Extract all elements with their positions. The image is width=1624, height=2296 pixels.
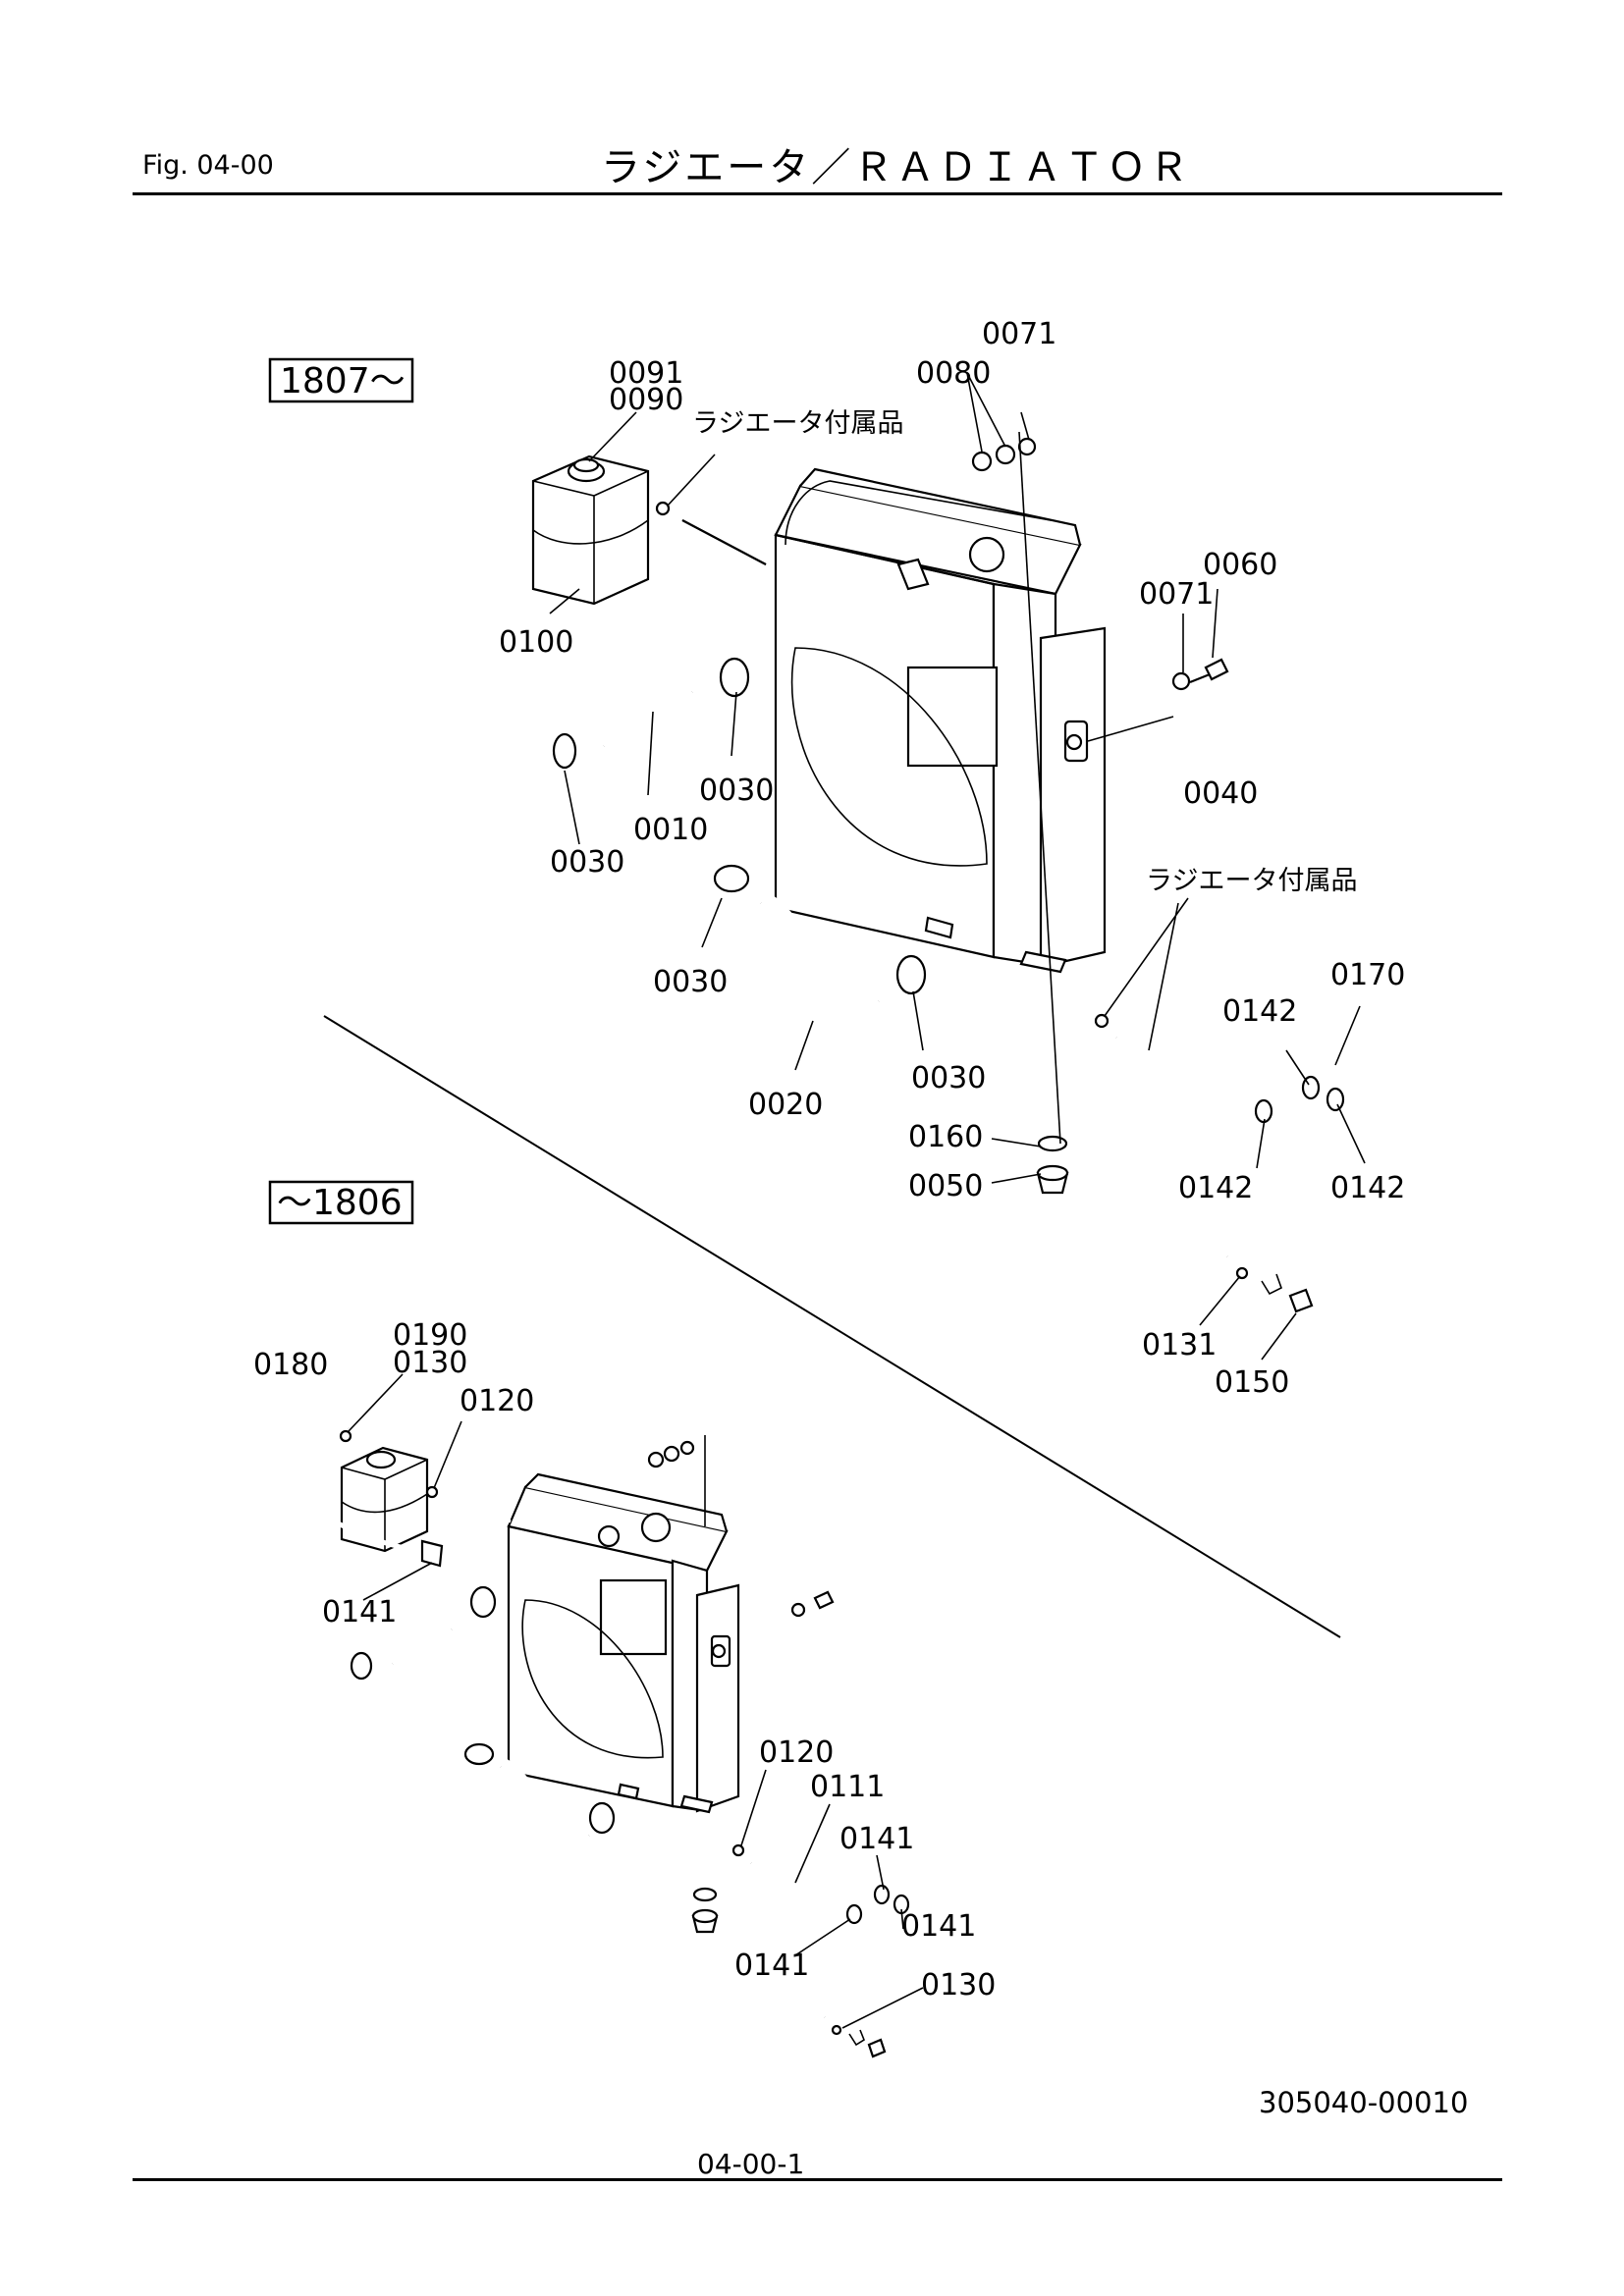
label-0141-d: 0141 — [734, 1949, 809, 1983]
label-0040: 0040 — [1183, 776, 1258, 811]
leader-lines-new — [549, 372, 1366, 1361]
label-0142-b: 0142 — [1178, 1171, 1253, 1205]
figure-number: Fig. 04-00 — [142, 150, 274, 181]
label-0030-d: 0030 — [911, 1061, 986, 1095]
label-0091: 0091 — [609, 356, 683, 391]
label-0141-b: 0141 — [839, 1822, 914, 1856]
label-0071-right: 0071 — [1139, 577, 1214, 612]
label-radiator-accessory-lower: ラジエータ付属品 — [1146, 866, 1357, 896]
label-0050: 0050 — [908, 1169, 983, 1203]
reserve-tank-old — [274, 1417, 512, 1568]
serial-box-old — [268, 1180, 414, 1225]
header-rule — [133, 192, 1502, 195]
radiator-unit — [774, 467, 1107, 974]
label-0130-b: 0130 — [921, 1968, 996, 2002]
lower-hose — [713, 864, 927, 1020]
leader-lines-old — [348, 1373, 924, 2029]
label-0060: 0060 — [1203, 548, 1277, 582]
upper-hose — [552, 657, 750, 770]
label-0141-a: 0141 — [322, 1595, 397, 1629]
hoses-old — [350, 1585, 616, 1854]
label-radiator-accessory-upper: ラジエータ付属品 — [692, 408, 903, 439]
label-0131: 0131 — [1142, 1328, 1217, 1362]
label-0160: 0160 — [908, 1120, 983, 1154]
label-0111: 0111 — [810, 1770, 885, 1804]
page-title: ラジエータ／ＲＡＤＩＡＴＯＲ — [601, 145, 1192, 190]
label-0071-top: 0071 — [982, 317, 1056, 351]
label-0010: 0010 — [633, 813, 708, 847]
label-0141-c: 0141 — [901, 1909, 976, 1944]
serial-label-old: ～1806 — [277, 1183, 403, 1223]
label-0190: 0190 — [393, 1318, 467, 1353]
fasteners-old — [647, 1435, 835, 1934]
label-0100: 0100 — [499, 625, 573, 660]
label-0180: 0180 — [253, 1348, 328, 1382]
version-divider-line — [323, 1015, 1341, 1638]
label-0030-c: 0030 — [653, 965, 728, 999]
view-old: ～1806 — [253, 1180, 996, 2058]
serial-box-new — [268, 357, 414, 403]
radiator-unit-old — [507, 1472, 740, 1814]
label-0080: 0080 — [916, 356, 991, 391]
label-0030-a: 0030 — [699, 774, 774, 808]
page-number: 04-00-1 — [697, 2148, 805, 2180]
fasteners-top — [971, 437, 1229, 1195]
label-0150: 0150 — [1215, 1365, 1289, 1400]
label-0020: 0020 — [748, 1088, 823, 1122]
label-0142-a: 0142 — [1222, 994, 1297, 1029]
label-0130-a: 0130 — [393, 1346, 467, 1380]
label-0142-c: 0142 — [1330, 1171, 1405, 1205]
footer-rule — [133, 2178, 1502, 2181]
label-0030-b: 0030 — [550, 845, 624, 880]
label-0170: 0170 — [1330, 958, 1405, 992]
label-0090: 0090 — [609, 383, 683, 417]
view-new: 1807～ — [268, 317, 1405, 1400]
label-0120-b: 0120 — [759, 1735, 834, 1770]
label-0120-a: 0120 — [460, 1384, 534, 1418]
serial-label-new: 1807～ — [280, 361, 406, 401]
reserve-tank — [531, 454, 767, 606]
overflow-pipe-old — [731, 1843, 939, 2058]
drawing-number: 305040-00010 — [1259, 2086, 1469, 2119]
overflow-pipe — [1094, 1013, 1380, 1313]
